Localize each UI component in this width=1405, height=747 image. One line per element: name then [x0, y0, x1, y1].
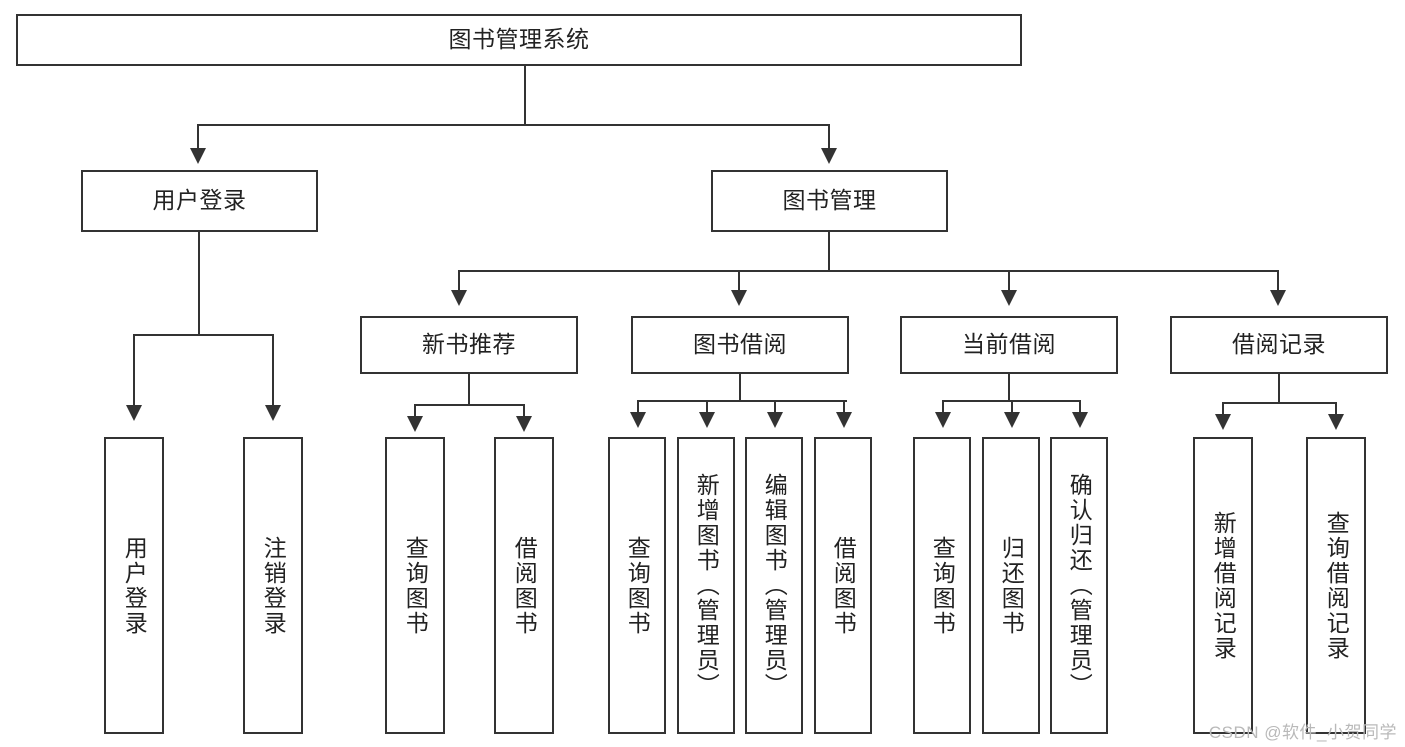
- arrow-down-icon: [1215, 414, 1231, 430]
- leaf-borrow-book[interactable]: 借阅图书: [814, 437, 872, 734]
- connector-newbook-stem: [468, 374, 470, 406]
- connector-bookmgmt-drop-1: [458, 270, 460, 292]
- connector-currentborrow-stem: [1008, 374, 1010, 402]
- node-label: 图书管理系统: [448, 26, 590, 53]
- arrow-down-icon: [1001, 290, 1017, 306]
- arrow-down-icon: [265, 405, 281, 421]
- node-label: 借阅图书: [511, 535, 538, 636]
- node-label: 确认归还（管理员）: [1066, 473, 1093, 698]
- leaf-query-book-current[interactable]: 查询图书: [913, 437, 971, 734]
- node-book-management[interactable]: 图书管理: [711, 170, 948, 232]
- arrow-down-icon: [767, 412, 783, 428]
- connector-root-drop-right: [828, 124, 830, 150]
- node-label: 用户登录: [121, 535, 148, 636]
- leaf-add-book-admin[interactable]: 新增图书（管理员）: [677, 437, 735, 734]
- connector-root-drop-left: [197, 124, 199, 150]
- connector-userlogin-drop-1: [133, 334, 135, 407]
- leaf-user-login[interactable]: 用户登录: [104, 437, 164, 734]
- connector-bookborrow-bar: [637, 400, 847, 402]
- node-borrow-record[interactable]: 借阅记录: [1170, 316, 1388, 374]
- arrow-down-icon: [630, 412, 646, 428]
- node-label: 新增图书（管理员）: [693, 473, 720, 698]
- arrow-down-icon: [699, 412, 715, 428]
- connector-borrowrecord-drop-2: [1335, 402, 1337, 416]
- leaf-edit-book-admin[interactable]: 编辑图书（管理员）: [745, 437, 803, 734]
- connector-bookmgmt-drop-3: [1008, 270, 1010, 292]
- leaf-query-borrow-record[interactable]: 查询借阅记录: [1306, 437, 1366, 734]
- node-current-borrow[interactable]: 当前借阅: [900, 316, 1118, 374]
- node-label: 当前借阅: [962, 331, 1056, 358]
- leaf-logout[interactable]: 注销登录: [243, 437, 303, 734]
- connector-borrowrecord-drop-1: [1222, 402, 1224, 416]
- leaf-query-book-recommend[interactable]: 查询图书: [385, 437, 445, 734]
- leaf-borrow-book-recommend[interactable]: 借阅图书: [494, 437, 554, 734]
- connector-bookmgmt-stem: [828, 232, 830, 272]
- node-label: 借阅记录: [1232, 331, 1326, 358]
- arrow-down-icon: [731, 290, 747, 306]
- node-label: 新增借阅记录: [1210, 510, 1237, 661]
- node-root-system[interactable]: 图书管理系统: [16, 14, 1022, 66]
- connector-bookborrow-stem: [739, 374, 741, 402]
- connector-root-stem: [524, 66, 526, 125]
- node-label: 查询图书: [929, 535, 956, 636]
- connector-currentborrow-drop-2: [1011, 400, 1013, 414]
- csdn-watermark: CSDN @软件_小贺同学: [1208, 723, 1397, 742]
- node-label: 查询图书: [624, 535, 651, 636]
- node-label: 新书推荐: [422, 331, 516, 358]
- connector-bookborrow-drop-3: [774, 400, 776, 414]
- connector-newbook-drop-2: [523, 404, 525, 418]
- arrow-down-icon: [516, 416, 532, 432]
- node-book-borrow[interactable]: 图书借阅: [631, 316, 849, 374]
- arrow-down-icon: [407, 416, 423, 432]
- connector-newbook-drop-1: [414, 404, 416, 418]
- connector-newbook-bar: [414, 404, 524, 406]
- connector-bookborrow-drop-1: [637, 400, 639, 414]
- connector-userlogin-stem: [198, 232, 200, 336]
- arrow-down-icon: [190, 148, 206, 164]
- leaf-add-borrow-record[interactable]: 新增借阅记录: [1193, 437, 1253, 734]
- connector-bookmgmt-bar: [458, 270, 1278, 272]
- arrow-down-icon: [1072, 412, 1088, 428]
- node-new-book-recommend[interactable]: 新书推荐: [360, 316, 578, 374]
- arrow-down-icon: [935, 412, 951, 428]
- leaf-return-book[interactable]: 归还图书: [982, 437, 1040, 734]
- arrow-down-icon: [836, 412, 852, 428]
- connector-root-bar: [197, 124, 829, 126]
- node-label: 查询图书: [402, 535, 429, 636]
- leaf-confirm-return-admin[interactable]: 确认归还（管理员）: [1050, 437, 1108, 734]
- connector-borrowrecord-bar: [1222, 402, 1336, 404]
- node-label: 编辑图书（管理员）: [761, 473, 788, 698]
- node-label: 借阅图书: [830, 535, 857, 636]
- node-user-login[interactable]: 用户登录: [81, 170, 318, 232]
- node-label: 归还图书: [998, 535, 1025, 636]
- node-label: 查询借阅记录: [1323, 510, 1350, 661]
- node-label: 注销登录: [260, 535, 287, 636]
- node-label: 图书借阅: [693, 331, 787, 358]
- node-label: 用户登录: [152, 187, 247, 214]
- arrow-down-icon: [1270, 290, 1286, 306]
- node-label: 图书管理: [782, 187, 877, 214]
- arrow-down-icon: [451, 290, 467, 306]
- connector-bookborrow-drop-4: [843, 400, 845, 414]
- leaf-query-book-borrow[interactable]: 查询图书: [608, 437, 666, 734]
- arrow-down-icon: [1004, 412, 1020, 428]
- connector-currentborrow-drop-3: [1079, 400, 1081, 414]
- connector-currentborrow-drop-1: [942, 400, 944, 414]
- arrow-down-icon: [1328, 414, 1344, 430]
- connector-bookborrow-drop-2: [706, 400, 708, 414]
- connector-userlogin-bar: [133, 334, 273, 336]
- arrow-down-icon: [821, 148, 837, 164]
- connector-borrowrecord-stem: [1278, 374, 1280, 404]
- connector-userlogin-drop-2: [272, 334, 274, 407]
- connector-bookmgmt-drop-4: [1277, 270, 1279, 292]
- arrow-down-icon: [126, 405, 142, 421]
- connector-bookmgmt-drop-2: [738, 270, 740, 292]
